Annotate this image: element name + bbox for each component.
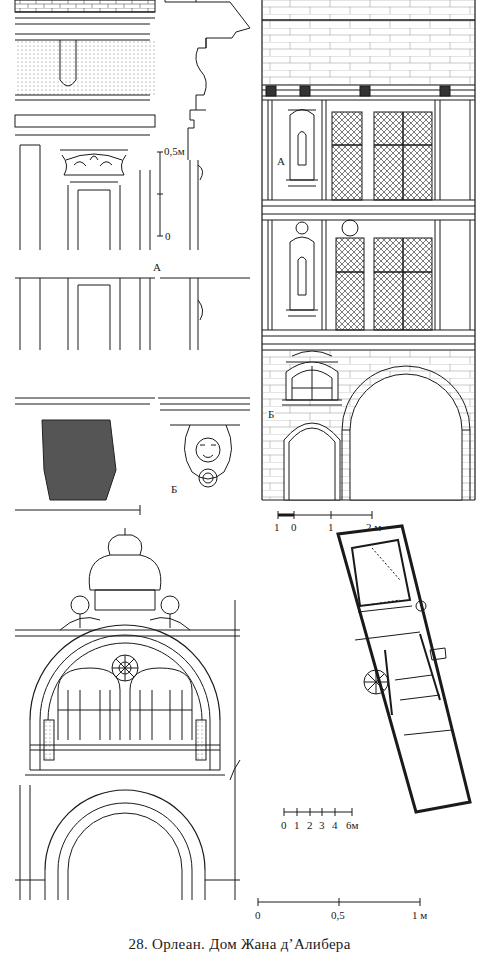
scale-label: 4 <box>332 820 338 831</box>
scale-label: 1 <box>328 522 334 533</box>
scale-label: 0 <box>281 820 287 831</box>
figure-caption: 28. Орлеан. Дом Жана д’Алибера <box>128 937 350 952</box>
scale-label: 1 <box>274 522 280 533</box>
scale-label: 2 <box>307 820 313 831</box>
scale-label: 6м <box>346 820 358 831</box>
scale-label: 1 <box>294 820 300 831</box>
scale-label: 0,5 <box>331 910 345 921</box>
scale-label: 0 <box>291 522 297 533</box>
section-mark: Б <box>267 409 275 420</box>
section-mark: А <box>152 262 162 273</box>
scale-label: 0 <box>165 231 171 242</box>
scale-label: 2 м <box>366 522 381 533</box>
scale-label: 0 <box>255 910 261 921</box>
scale-label: 0,5м <box>164 146 185 157</box>
scale-label: 1 м <box>412 910 427 921</box>
section-mark: Б <box>170 484 178 495</box>
section-mark: А <box>276 156 286 167</box>
scale-label: 3 <box>319 820 325 831</box>
